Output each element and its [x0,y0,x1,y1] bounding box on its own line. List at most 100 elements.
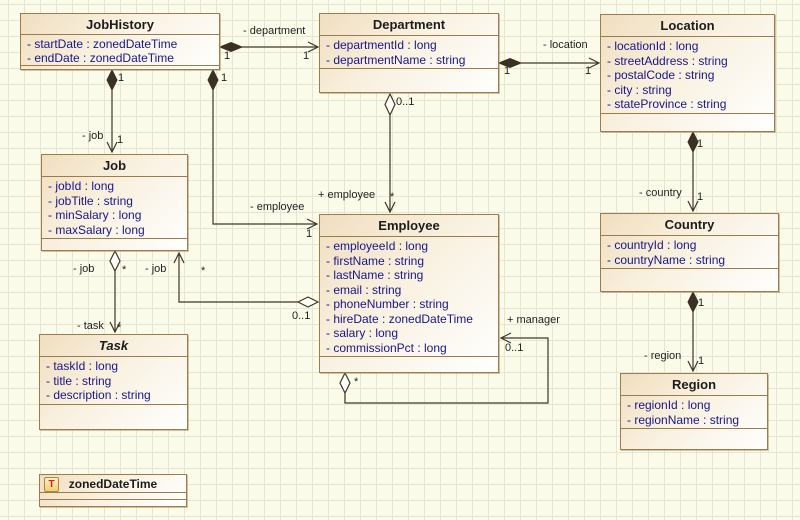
attribute-row: - maxSalary : long [48,222,145,237]
edge-label: - employee [250,201,305,213]
class-title: Location [601,15,774,37]
composition-diamond [207,68,219,92]
class-jobhistory[interactable]: JobHistory - startDate : zonedDateTime -… [20,13,220,70]
edge-multiplicity: * [390,191,395,203]
class-title: JobHistory [21,14,219,35]
aggregation-diamond [384,92,396,117]
class-title: Task [40,335,187,357]
edge-multiplicity: 1 [504,65,511,77]
attribute-row: - streetAddress : string [607,53,728,68]
edge-multiplicity: 1 [698,355,705,367]
aggregation-diamond [109,249,121,273]
attribute-row: - email : string [326,282,402,297]
edge-label: - department [243,25,306,37]
class-title: Region [621,374,767,396]
class-department[interactable]: Department - departmentId : long - depar… [319,13,499,93]
class-attributes: - startDate : zonedDateTime - endDate : … [21,35,219,65]
class-title: Employee [320,215,498,237]
edge-label: - job [82,130,104,142]
edge-multiplicity: 1 [303,50,310,62]
attribute-row: - taskId : long [46,359,119,373]
datatype-title: zonedDateTime [68,476,158,491]
attribute-row: - regionId : long [627,398,711,412]
arrowhead [106,141,118,154]
edge-multiplicity: * [117,322,122,334]
edge-label: - location [543,39,588,51]
edge-multiplicity: 0..1 [396,96,415,108]
arrowhead [687,360,699,373]
class-attributes: - countryId : long - countryName : strin… [601,236,778,268]
class-location[interactable]: Location - locationId : long - streetAdd… [600,14,775,132]
edge-multiplicity: * [122,264,127,276]
attribute-row: - title : string [46,373,112,388]
edge-label: + manager [507,314,560,326]
attribute-row: - employeeId : long [326,239,429,253]
edge-multiplicity: 1 [306,228,313,240]
edge-employee-job[interactable] [173,251,320,308]
class-title: Job [42,155,187,177]
class-job[interactable]: Job - jobId : long - jobTitle : string -… [41,154,188,251]
arrowhead [307,41,320,53]
edge-multiplicity: 1 [697,191,704,203]
edge-label: + employee [318,189,376,201]
attribute-row: - description : string [46,388,151,402]
edge-multiplicity: * [201,265,206,277]
aggregation-diamond [339,371,351,395]
operations-compartment [40,403,187,430]
class-attributes: - jobId : long - jobTitle : string - min… [42,177,187,238]
attribute-row: - hireDate : zonedDateTime [326,311,473,326]
class-title: Country [601,214,778,236]
aggregation-diamond [296,296,320,308]
edge-job-task[interactable] [109,249,121,334]
operations-compartment [601,268,778,291]
edge-multiplicity: * [354,376,359,388]
class-region[interactable]: Region - regionId : long - regionName : … [620,373,768,450]
attribute-row: - departmentName : string [326,52,466,67]
class-attributes: - departmentId : long - departmentName :… [320,36,498,68]
edge-multiplicity: 0..1 [505,342,524,354]
class-task[interactable]: Task - taskId : long - title : string - … [39,334,188,430]
operations-compartment [21,65,219,69]
attribute-row: - phoneNumber : string [326,297,449,311]
edge-label: - region [644,350,682,362]
attribute-row: - lastName : string [326,268,424,282]
attribute-row: - jobTitle : string [48,193,133,208]
datatype-zoneddatetime[interactable]: T zonedDateTime [39,474,187,507]
edge-country-region[interactable] [687,290,699,373]
attribute-row: - commissionPct : long [326,340,447,355]
attribute-row: - startDate : zonedDateTime [27,36,178,51]
edge-multiplicity: 1 [221,72,228,84]
class-employee[interactable]: Employee - employeeId : long - firstName… [319,214,499,373]
edge-jobhistory-job[interactable] [106,68,118,154]
edge-multiplicity: 1 [585,65,592,77]
edge-multiplicity: 1 [698,297,705,309]
operations-compartment [601,112,774,132]
attribute-row: - city : string [607,82,672,97]
attribute-row: - jobId : long [48,179,115,193]
operations-compartment [42,238,187,250]
edge-label: - task [77,320,104,332]
datatype-compartment [40,499,186,506]
composition-diamond [687,290,699,314]
edge-label: - job [73,263,95,275]
class-attributes: - locationId : long - streetAddress : st… [601,37,774,113]
operations-compartment [621,428,767,449]
attribute-row: - countryId : long [607,238,697,252]
attribute-row: - locationId : long [607,39,699,53]
attribute-row: - minSalary : long [48,208,142,222]
attribute-row: - salary : long [326,326,399,340]
edge-multiplicity: 1 [118,72,125,84]
edge-multiplicity: 1 [697,138,704,150]
datatype-icon: T [44,477,59,492]
class-country[interactable]: Country - countryId : long - countryName… [600,213,779,292]
attribute-row: - regionName : string [627,412,740,427]
edge-multiplicity: 0..1 [292,310,311,322]
attribute-row: - departmentId : long [326,38,437,52]
arrowhead [384,201,396,214]
attribute-row: - postalCode : string [607,68,715,82]
datatype-compartment [40,492,186,499]
datatype-title-row: T zonedDateTime [40,475,186,492]
edge-department-location[interactable] [497,57,601,69]
class-attributes: - regionId : long - regionName : string [621,396,767,428]
